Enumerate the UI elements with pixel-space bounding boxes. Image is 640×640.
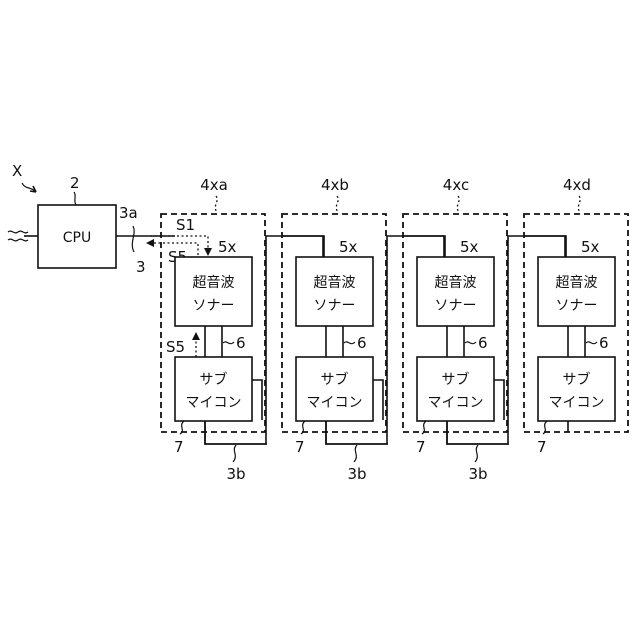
unit-ref: 4xb	[321, 176, 349, 194]
sonar-label-line2: ソナー	[435, 298, 477, 314]
sonar-label-line1: 超音波	[435, 274, 477, 291]
bus-entry	[283, 236, 324, 257]
unit-ref-leader	[336, 196, 338, 212]
sonar-block	[417, 257, 494, 326]
sonar-block	[296, 257, 373, 326]
unit-ref-leader	[457, 196, 459, 212]
submicom-ref: 7	[295, 438, 305, 456]
link-ref: 6	[599, 334, 609, 352]
signal-s5-bottom-arrowhead	[192, 332, 200, 340]
submicom-label-line2: マイコン	[186, 395, 242, 411]
submicom-label-line1: サブ	[563, 371, 591, 388]
segment-ref-leader	[475, 445, 478, 462]
submicom-label-line2: マイコン	[428, 395, 484, 411]
sonar-unit: 4xc 超音波ソナー 5x サブマイコン 6 7	[403, 176, 509, 456]
sonar-label-line1: 超音波	[193, 274, 235, 291]
segment-ref: 3b	[468, 465, 487, 483]
bus-entry	[404, 236, 445, 257]
link-ref-leader	[465, 342, 476, 344]
sonar-unit: 4xb 超音波ソナー 5x サブマイコン 6 7	[282, 176, 388, 456]
cpu-ref: 2	[70, 174, 80, 192]
submicom-label-line1: サブ	[442, 371, 470, 388]
unit-ref: 4xc	[443, 176, 469, 194]
submicom-ref: 7	[174, 438, 184, 456]
segment-ref-leader	[354, 445, 357, 462]
bus-ref-leader	[132, 226, 134, 252]
segment-ref: 3b	[226, 465, 245, 483]
submicom-block	[417, 357, 494, 421]
sonar-label-line2: ソナー	[193, 298, 235, 314]
submicom-label-line1: サブ	[321, 371, 349, 388]
unit-ref: 4xd	[563, 176, 591, 194]
submicom-label-line2: マイコン	[307, 395, 363, 411]
link-ref: 6	[236, 334, 246, 352]
input-break-mark	[8, 231, 28, 233]
unit-ref: 4xa	[200, 176, 228, 194]
link-ref-leader	[223, 342, 234, 344]
link-ref-leader	[344, 342, 355, 344]
system-label: X	[12, 162, 22, 180]
link-ref-leader	[586, 342, 597, 344]
segment-ref: 3b	[347, 465, 366, 483]
submicom-block	[538, 357, 615, 421]
sonar-label-line2: ソナー	[556, 298, 598, 314]
submicom-label-line1: サブ	[200, 371, 228, 388]
unit-ref-leader	[578, 196, 580, 212]
submicom-block	[175, 357, 252, 421]
link-ref: 6	[357, 334, 367, 352]
cpu-label: CPU	[63, 230, 91, 246]
sonar-label-line2: ソナー	[314, 298, 356, 314]
bus-main-ref: 3	[136, 258, 146, 276]
sonar-label-line1: 超音波	[314, 274, 356, 291]
signal-s5-top-arrowhead	[146, 239, 154, 247]
bus-entry	[525, 236, 566, 257]
sonar-ref: 5x	[581, 238, 600, 256]
signal-s5-bottom-label: S5	[166, 338, 185, 356]
submicom-block	[296, 357, 373, 421]
unit-ref-leader	[215, 196, 217, 212]
link-ref: 6	[478, 334, 488, 352]
sonar-label-line1: 超音波	[556, 274, 598, 291]
sonar-ref: 5x	[339, 238, 358, 256]
submicom-ref: 7	[537, 438, 547, 456]
submicom-ref: 7	[416, 438, 426, 456]
sonar-block	[175, 257, 252, 326]
sonar-ref: 5x	[218, 238, 237, 256]
sonar-block	[538, 257, 615, 326]
submicom-label-line2: マイコン	[549, 395, 605, 411]
sonar-unit: 4xd 超音波ソナー 5x サブマイコン 6 7	[524, 176, 628, 456]
segment-ref-leader	[233, 445, 236, 462]
sonar-ref: 5x	[460, 238, 479, 256]
bus-port-ref: 3a	[119, 204, 138, 222]
cpu-ref-leader	[74, 192, 76, 205]
signal-s1-arrowhead	[204, 248, 212, 256]
signal-s1-label: S1	[176, 216, 195, 234]
input-break-mark-2	[8, 239, 28, 241]
